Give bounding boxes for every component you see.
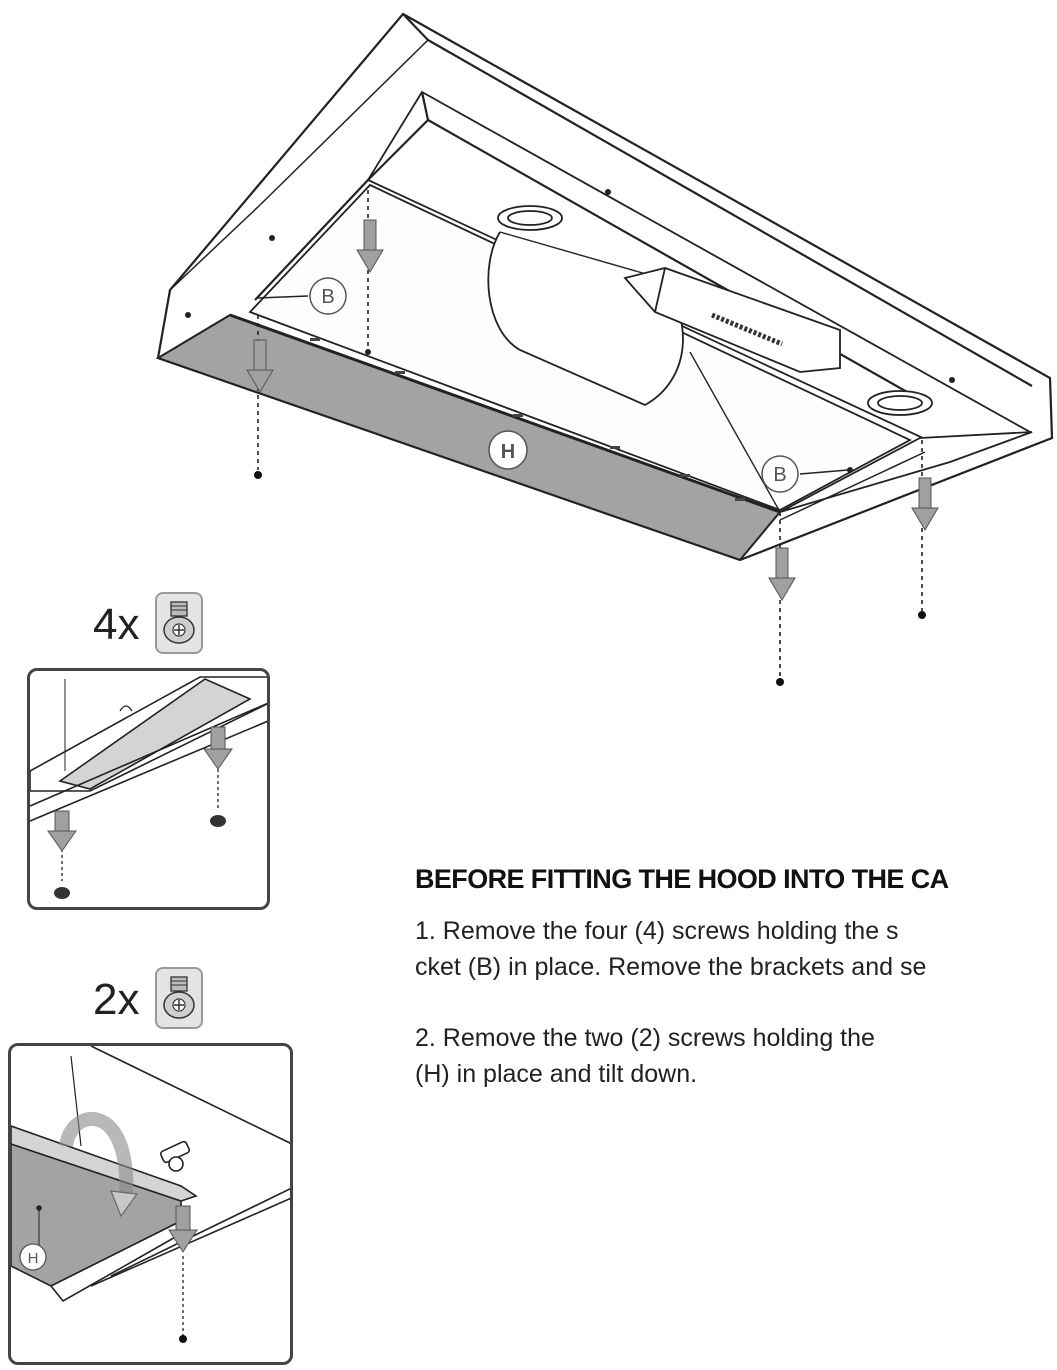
panel-screw-quantity: 2x bbox=[93, 975, 140, 1024]
section-heading: BEFORE FITTING THE HOOD INTO THE CA bbox=[415, 864, 949, 894]
screw-icon bbox=[155, 967, 203, 1029]
bracket-label-b: B bbox=[321, 286, 334, 308]
step-2-text-line-1: 2. Remove the two (2) screws holding the bbox=[415, 1024, 875, 1052]
bracket-label-b-right: B bbox=[773, 464, 786, 486]
step-1-text-line-1: 1. Remove the four (4) screws holding th… bbox=[415, 917, 899, 945]
screw-icon bbox=[155, 592, 203, 654]
panel-detail-view: H bbox=[8, 1043, 293, 1365]
step-1-text-line-2: cket (B) in place. Remove the brackets a… bbox=[415, 953, 927, 981]
bracket-screw-quantity: 4x bbox=[93, 600, 140, 649]
step-2-text-line-2: (H) in place and tilt down. bbox=[415, 1060, 698, 1088]
panel-label-h-detail: H bbox=[28, 1250, 39, 1267]
bracket-detail-view bbox=[27, 668, 270, 910]
range-hood-illustration: B B H bbox=[155, 12, 1054, 686]
panel-label-h: H bbox=[501, 441, 515, 463]
